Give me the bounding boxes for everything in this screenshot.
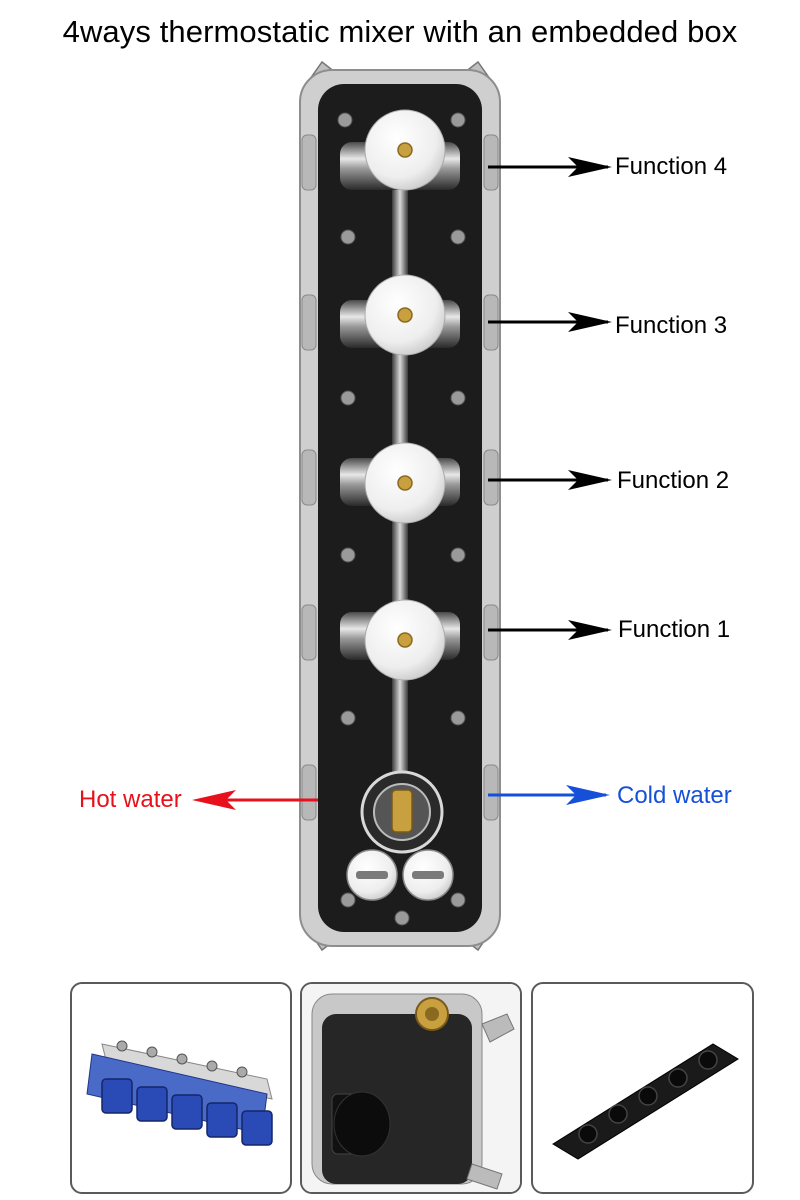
check-valve-caps <box>346 849 454 901</box>
thermostatic-cartridge-icon <box>360 770 444 854</box>
valve-function-1 <box>340 599 460 681</box>
arrow-right-icon <box>488 620 612 640</box>
valve-function-2 <box>340 442 460 524</box>
page-title: 4ways thermostatic mixer with an embedde… <box>62 14 738 49</box>
valve-function-3 <box>340 274 460 356</box>
label-cold-water: Cold water <box>617 782 732 809</box>
thumbnail-black-panel <box>531 982 754 1194</box>
valve-function-4 <box>340 109 460 191</box>
mounting-screws <box>337 112 466 926</box>
label-hot-water: Hot water <box>79 786 182 813</box>
arrow-right-icon <box>488 312 612 332</box>
cold-water-arrow-icon <box>488 785 610 805</box>
label-function-1: Function 1 <box>618 616 731 643</box>
arrow-right-icon <box>488 157 612 177</box>
label-function-4: Function 4 <box>615 153 728 180</box>
hot-water-arrow-icon <box>192 790 318 810</box>
mixer-diagram <box>192 60 612 952</box>
label-function-3: Function 3 <box>615 312 728 339</box>
arrow-right-icon <box>488 470 612 490</box>
thumbnail-blue-handles <box>70 982 292 1194</box>
thumbnail-box-closeup <box>300 982 522 1194</box>
label-function-2: Function 2 <box>617 467 730 494</box>
